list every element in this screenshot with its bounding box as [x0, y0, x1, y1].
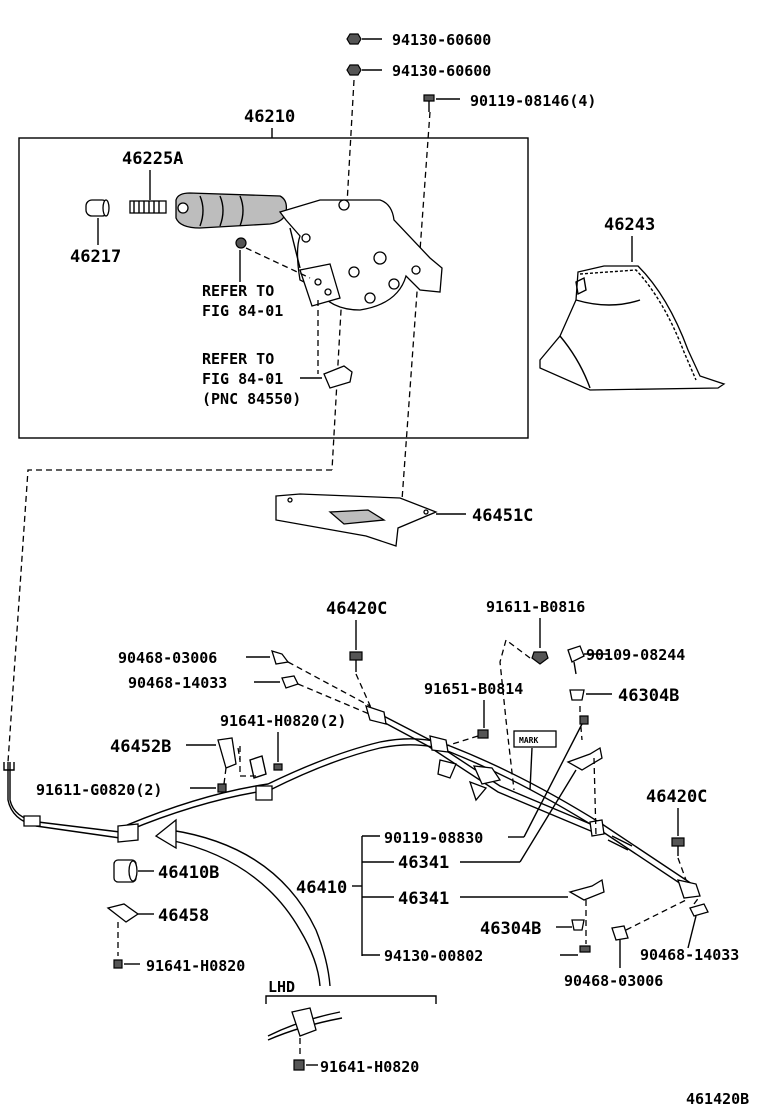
label-46410: 46410 [296, 878, 347, 898]
bolt-91641-H0820-left [113, 959, 123, 969]
label-91641-H0820-b: 91641-H0820 [320, 1058, 419, 1076]
label-46451C: 46451C [472, 506, 533, 526]
nut-94130-60600-top [346, 33, 382, 45]
clamp-90468-03006-bottom [611, 899, 687, 941]
label-90468-03006-bottom: 90468-03006 [564, 972, 663, 990]
label-46243: 46243 [604, 215, 655, 235]
nut-94130-60600-second [346, 64, 382, 76]
refer-note-1-line2: FIG 84-01 [202, 302, 283, 320]
label-90468-14033-bottom: 90468-14033 [640, 946, 739, 964]
bolt-91641-H0820-pair [239, 746, 283, 779]
direction-arrow [154, 818, 331, 987]
label-90109-08244: 90109-08244 [586, 646, 685, 664]
label-94130-00802: 94130-00802 [384, 947, 483, 965]
refer-note-1-line1: REFER TO [202, 282, 274, 300]
clip-90468-14033-top [281, 675, 375, 717]
parking-brake-cable-46410 [3, 704, 701, 899]
label-46420C-top: 46420C [326, 599, 387, 619]
switch-connector [317, 300, 353, 389]
console-boot-46243 [539, 265, 726, 391]
clip-46420C-top [349, 651, 373, 711]
bolt-91651-B0814 [445, 729, 489, 747]
label-46225A: 46225A [122, 149, 183, 169]
mark-tag: MARK [513, 730, 557, 791]
dashed-line-bolt-to-plate [401, 111, 431, 501]
bracket-46452B [217, 737, 241, 785]
parking-brake-lever [175, 192, 443, 311]
label-90468-03006-top: 90468-03006 [118, 649, 217, 667]
clamp-46458 [106, 903, 140, 956]
label-46217: 46217 [70, 247, 121, 267]
label-46210: 46210 [244, 107, 295, 127]
clamp-90468-03006-top [271, 650, 371, 707]
figure-code: 461420B [686, 1090, 749, 1108]
clip-46420C-right [671, 837, 687, 881]
label-91611-G0820-2: 91611-G0820(2) [36, 781, 162, 799]
bushing-46410B [113, 859, 138, 883]
label-91641-H0820-a: 91641-H0820 [146, 957, 245, 975]
label-46458: 46458 [158, 906, 209, 926]
lhd-bracket [265, 995, 437, 1004]
label-94130-60600-b: 94130-60600 [392, 62, 491, 80]
nut-91611-B0816 [499, 638, 549, 791]
label-91611-B0816: 91611-B0816 [486, 598, 585, 616]
nut-91611-G0820 [217, 783, 227, 793]
clip-90468-14033-bottom [689, 895, 709, 917]
label-46304B-bottom: 46304B [480, 919, 541, 939]
label-91641-H0820-2: 91641-H0820(2) [220, 712, 346, 730]
lhd-cable-clamp [267, 1007, 343, 1058]
label-94130-60600-a: 94130-60600 [392, 31, 491, 49]
label-90119-08830: 90119-08830 [384, 829, 483, 847]
refer-note-2-line3: (PNC 84550) [202, 390, 301, 408]
mark-tag-text: MARK [519, 736, 538, 745]
bracket-46341-lower [568, 878, 605, 944]
lever-assembly-box [18, 137, 529, 439]
lever-bolt [235, 237, 311, 279]
bolt-91641-H0820-lhd [293, 1059, 305, 1071]
plate-46451C [275, 493, 438, 547]
bolt-90119-08146 [423, 94, 460, 112]
knob-46217 [85, 199, 110, 217]
label-90468-14033-top: 90468-14033 [128, 674, 227, 692]
spring-46225A [129, 200, 167, 214]
grommet-46304B-top [569, 689, 585, 701]
nut-94130-00802 [579, 945, 591, 953]
label-46341-b: 46341 [398, 889, 449, 909]
label-46452B: 46452B [110, 737, 171, 757]
dashed-line-to-cable-end [7, 469, 332, 763]
label-91651-B0814: 91651-B0814 [424, 680, 523, 698]
grommet-46304B-bottom [571, 919, 585, 931]
refer-note-2-line1: REFER TO [202, 350, 274, 368]
label-46420C-right: 46420C [646, 787, 707, 807]
label-46341-a: 46341 [398, 853, 449, 873]
refer-note-2-line2: FIG 84-01 [202, 370, 283, 388]
bolt-90119-08830 [579, 715, 589, 725]
bolt-90109-08244 [567, 645, 585, 675]
label-90119-08146: 90119-08146(4) [470, 92, 596, 110]
label-46304B-top: 46304B [618, 686, 679, 706]
label-46410B: 46410B [158, 863, 219, 883]
label-lhd: LHD [268, 978, 295, 996]
